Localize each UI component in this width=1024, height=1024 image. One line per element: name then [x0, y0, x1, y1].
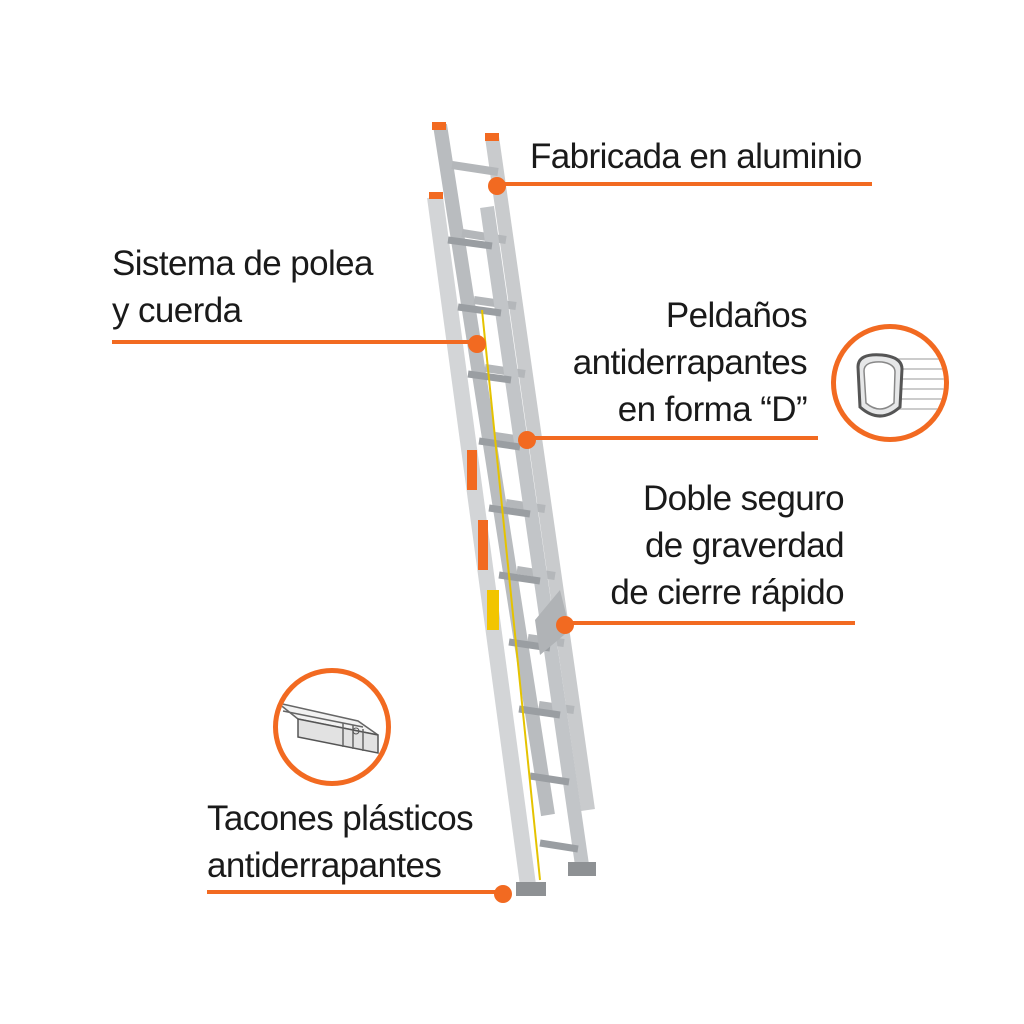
callout-text: Fabricada en aluminio	[530, 137, 862, 176]
plastic-feet-inset	[273, 668, 391, 786]
callout-line-seguro	[565, 621, 855, 625]
callout-dot-seguro	[556, 616, 574, 634]
callout-text: antiderrapantes	[207, 846, 442, 885]
callout-aluminio: Fabricada en aluminio	[530, 133, 862, 180]
callout-line-peldanos	[527, 436, 818, 440]
callout-text: Peldaños	[665, 296, 808, 335]
callout-text: en forma “D”	[617, 390, 808, 429]
callout-dot-tacones	[494, 885, 512, 903]
rung-d-shape-inset	[831, 324, 949, 442]
callout-text: Sistema de polea	[112, 244, 373, 283]
callout-text: de graverdad	[644, 526, 845, 565]
callout-seguro: Doble seguro de graverdad de cierre rápi…	[610, 475, 844, 616]
callout-text: y cuerda	[112, 291, 242, 330]
callout-dot-polea	[468, 335, 486, 353]
callout-polea: Sistema de polea y cuerda	[112, 240, 373, 334]
callout-line-aluminio	[497, 182, 872, 186]
callout-text: Doble seguro	[643, 479, 845, 518]
callout-dot-peldanos	[518, 431, 536, 449]
callout-text: Tacones plásticos	[207, 799, 474, 838]
callout-dot-aluminio	[488, 177, 506, 195]
callout-text: antiderrapantes	[572, 343, 808, 382]
base-section	[427, 192, 596, 896]
callout-text: de cierre rápido	[610, 573, 844, 612]
callout-tacones: Tacones plásticos antiderrapantes	[207, 795, 474, 889]
callout-line-tacones	[207, 890, 503, 894]
callout-peldanos: Peldaños antiderrapantes en forma “D”	[572, 292, 808, 433]
callout-line-polea	[112, 340, 477, 344]
